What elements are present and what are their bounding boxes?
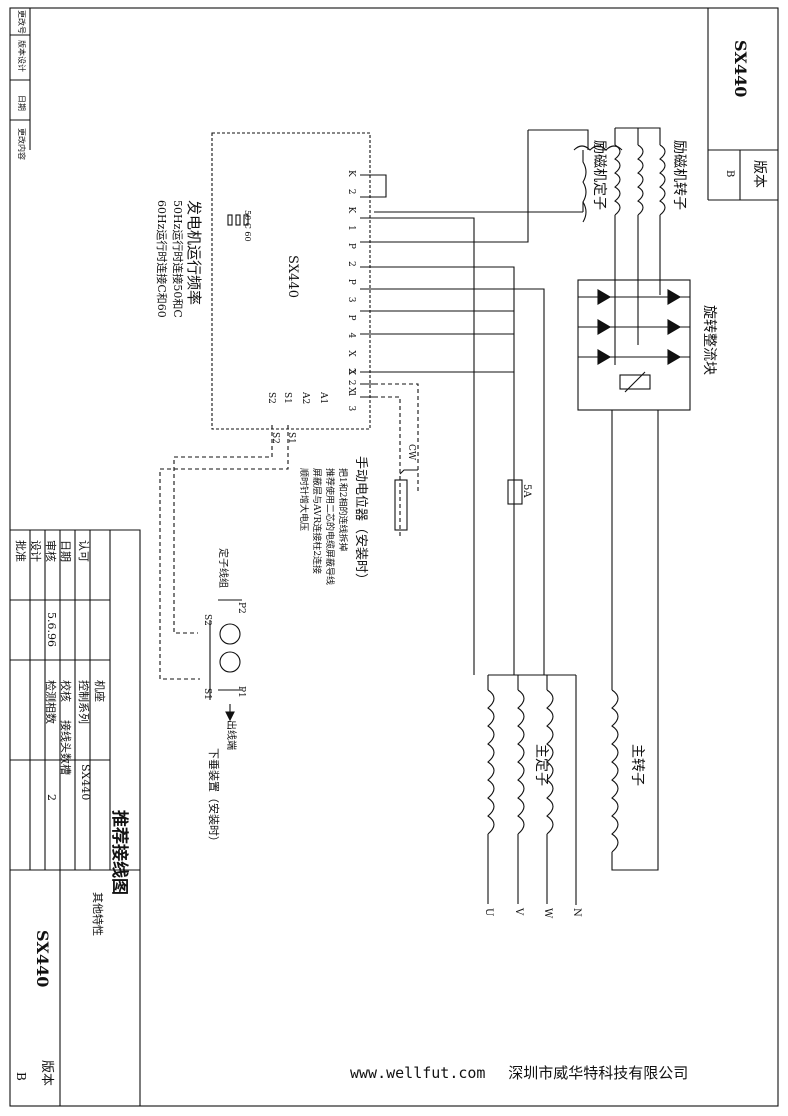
tb-calibrate: 校核 — [59, 680, 72, 702]
terminal-k2: K2 — [346, 170, 356, 207]
pot-wiper — [399, 469, 418, 475]
freq-values: 50 C 60 — [243, 210, 252, 242]
terminal-1: 1 — [346, 391, 356, 404]
droop-wires — [159, 425, 289, 680]
terminal-p2: P2 — [346, 242, 356, 279]
phase-u: U — [483, 908, 494, 917]
droop-ct — [209, 599, 242, 722]
fuse-label: 5A — [521, 484, 532, 498]
top-version-label: 版本 — [751, 160, 767, 188]
main-rotor-coil — [611, 689, 659, 871]
tb-design: 设计 — [29, 540, 42, 562]
tb-ratify: 批准 — [14, 540, 27, 562]
tb-version-value: B — [14, 1072, 28, 1081]
freq-link-terminals — [227, 214, 249, 226]
pot-title: 手动电位器（安装时） — [353, 456, 368, 587]
fuse-5a — [507, 479, 523, 505]
wire-p3 — [374, 130, 529, 243]
exciter-rotor-coils — [614, 144, 666, 216]
top-version-value: B — [724, 170, 735, 178]
top-model: SX440 — [731, 40, 750, 98]
tb-wire-lines: 接线头数槽 — [59, 720, 72, 775]
avr-s2: S2 — [270, 432, 280, 444]
tb-check: 审核 — [44, 540, 57, 562]
terminal-p4: P4 — [346, 314, 356, 351]
main-stator-coils — [487, 674, 577, 905]
exciter-stator-wire-top — [528, 129, 589, 150]
k1-k2-link — [374, 174, 387, 198]
main-rotor-label: 主转子 — [629, 744, 645, 786]
tb-date: 日期 — [59, 540, 72, 562]
exciter-rotor-star — [614, 127, 661, 145]
rectifier-label: 旋转整流块 — [701, 305, 717, 375]
exciter-stator-coil — [573, 145, 623, 223]
avr-s1: S1 — [286, 432, 296, 444]
ct-title: 定子线组 — [217, 548, 228, 588]
tb-drawing-no: SX440 — [33, 930, 52, 988]
terminal-a1: A1 — [318, 392, 328, 405]
ct-s1: S1 — [202, 688, 212, 700]
terminal-p3: P3 — [346, 278, 356, 315]
manual-potentiometer — [394, 479, 408, 531]
tb-phases: 检测相数 — [44, 680, 57, 724]
pot-note-2: 推荐使用二芯的电缆屏蔽导线 — [324, 468, 334, 586]
phase-v: V — [513, 908, 524, 916]
revision-design-label: 版本设计 — [17, 40, 26, 72]
avr-box — [211, 132, 371, 430]
exciter-stator-label: 励磁机定子 — [591, 140, 607, 210]
freq-line-2: 60Hz运行时连接C和60 — [155, 200, 168, 318]
revision-no-label: 更改号 — [17, 10, 26, 34]
exciter-rotor-label: 励磁机转子 — [671, 140, 687, 210]
wire-p2 — [374, 217, 475, 675]
terminal-a2: A2 — [300, 392, 310, 405]
pot-cw: CW — [406, 444, 416, 461]
avr-terminal-labels-2: 221 — [346, 368, 356, 403]
tb-version-label: 版本 — [39, 1060, 54, 1087]
tb-control-value: SX440 — [79, 764, 92, 801]
revision-date-label: 日期 — [17, 95, 26, 111]
rotating-rectifier-bridge — [577, 279, 691, 411]
freq-title: 发电机运行频率 — [185, 200, 203, 306]
avr-title: SX440 — [285, 255, 300, 298]
freq-line-1: 50Hz运行时连接50和C — [171, 200, 184, 318]
tb-approve: 认可 — [77, 540, 90, 562]
tb-control-series: 控制系列 — [77, 680, 90, 724]
avr-sense-wires — [374, 266, 545, 675]
terminal-s1: S1 — [282, 392, 292, 404]
terminal-2b: 2 — [346, 379, 356, 392]
footer-company: 深圳市威华特科技有限公司 — [508, 1064, 689, 1082]
ct-p2: P2 — [236, 602, 246, 614]
pot-note-4: 顺时针增大电压 — [298, 468, 308, 532]
ct-s2: S2 — [202, 614, 212, 626]
footer-url[interactable]: www.wellfut.com — [350, 1064, 486, 1082]
footer: www.wellfut.com 深圳市威华特科技有限公司 — [350, 1062, 688, 1083]
title-block-grid — [10, 529, 141, 1106]
drawing-border — [9, 7, 779, 1107]
tb-date-value: 5.6.96 — [45, 612, 58, 647]
pot-wires — [374, 383, 419, 537]
phase-w: W — [542, 908, 553, 919]
droop-label: 下垂装置（安装时） — [207, 748, 220, 847]
terminal-s2: S2 — [266, 392, 276, 404]
ct-p1: P1 — [236, 686, 246, 698]
tb-phases-value: 2 — [45, 794, 58, 801]
pot-note-3: 屏蔽层与AVR连接柱2连接 — [311, 468, 321, 575]
outlet-label: 出线端 — [225, 720, 236, 750]
avr-terminal-stubs — [360, 174, 374, 398]
main-stator-label: 主定子 — [533, 744, 549, 786]
terminal-3: 3 — [346, 405, 356, 424]
tb-machine: 机座 — [93, 680, 106, 702]
tb-drawing-title: 推荐接线图 — [109, 810, 129, 895]
terminal-k1: K1 — [346, 206, 356, 243]
pot-note-1: 把1和2相的连线拆掉 — [337, 468, 347, 552]
phase-n: N — [571, 908, 582, 917]
exciter-rotor-leads — [614, 215, 661, 365]
revision-content-label: 更改内容 — [17, 128, 26, 160]
tb-other: 其他特性 — [91, 892, 104, 936]
terminal-2a: 2 — [346, 368, 356, 380]
rotor-leads — [611, 410, 659, 690]
